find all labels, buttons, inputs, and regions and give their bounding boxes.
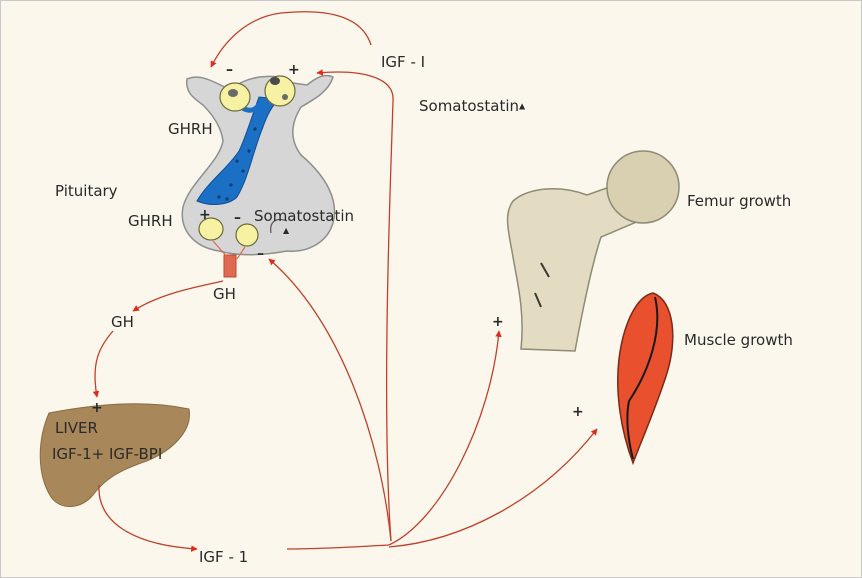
- plus-sign-top-right: +: [288, 63, 300, 77]
- minus-sign-somatostatin: –: [234, 211, 241, 225]
- triangle-icon: ▲: [519, 102, 525, 111]
- igf1-bottom-label: IGF - 1: [199, 550, 248, 565]
- minus-sign-pituitary: –: [257, 247, 264, 261]
- plus-sign-femur: +: [492, 315, 504, 329]
- pituitary-label: Pituitary: [55, 184, 118, 199]
- muscle-growth-label: Muscle growth: [684, 333, 793, 348]
- igf1-top-label: IGF - I: [381, 55, 425, 70]
- liver-product-label: IGF-1+ IGF-BPI: [52, 447, 162, 462]
- somatostatin-right-text: Somatostatin: [419, 97, 519, 115]
- plus-sign-liver: +: [91, 401, 103, 415]
- muscle: [618, 293, 673, 463]
- femur-growth-label: Femur growth: [687, 194, 791, 209]
- ghrh-top-label: GHRH: [168, 122, 213, 137]
- liver-label: LIVER: [55, 421, 98, 436]
- triangle-icon: ▲: [283, 227, 289, 235]
- gh-left-label: GH: [111, 315, 134, 330]
- plus-sign-muscle: +: [572, 405, 584, 419]
- somatostatin-right-label: Somatostatin▲: [419, 99, 525, 114]
- ghrh-mid-label: GHRH: [128, 214, 173, 229]
- plus-sign-ghrh: +: [199, 208, 211, 222]
- minus-sign-top-left: –: [226, 63, 233, 77]
- somatostatin-mid-label: Somatostatin: [254, 209, 354, 224]
- gh-stalk-label: GH: [213, 287, 236, 302]
